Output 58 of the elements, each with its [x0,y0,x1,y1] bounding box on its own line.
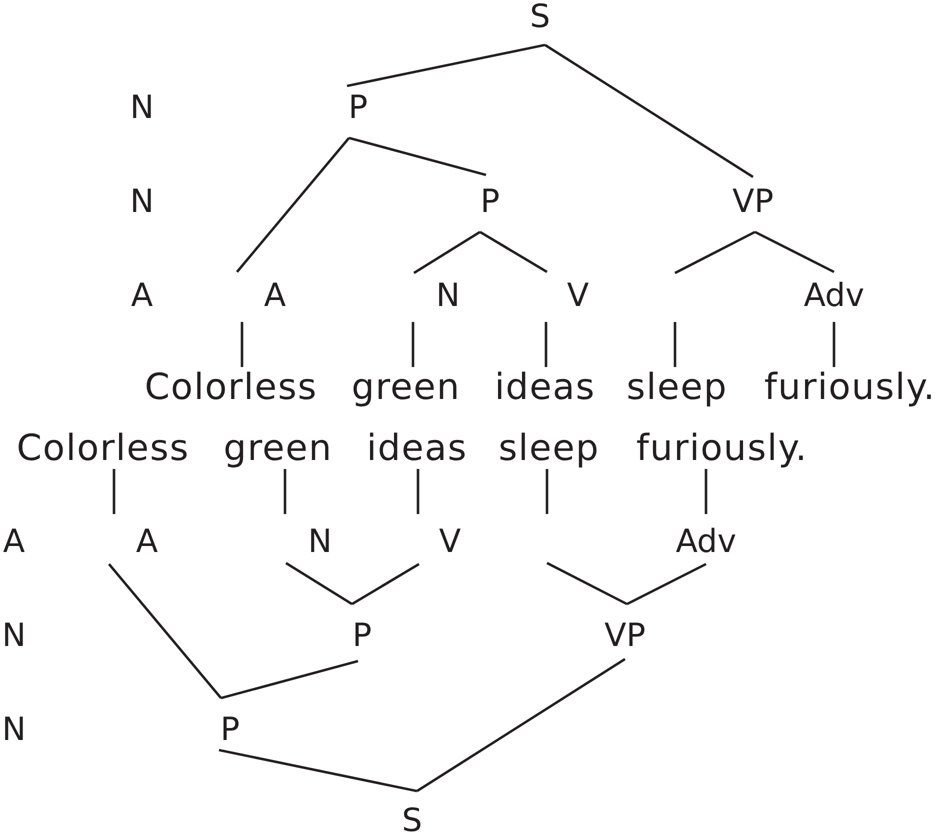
tree-branch [704,468,708,514]
category-label: Adv [804,278,864,311]
tree-branch [416,658,626,792]
category-letter: N [2,713,26,746]
sentence-word: green [224,426,332,470]
category-letter: N [2,619,26,652]
category-label: A [264,278,286,311]
tree-branch [544,44,754,178]
tree-branch [412,322,414,368]
sentence-word: sleep [626,366,728,410]
phrase-label: P [220,713,240,746]
sentence-word: Colorless [144,366,318,410]
sentence-word: green [352,366,460,410]
tree-branch [544,322,548,368]
tree-branch [479,230,548,273]
category-label: N [436,278,460,311]
tree-branch [284,468,286,514]
tree-branch [346,44,546,88]
tree-branch [754,230,835,274]
category-label: V [439,525,461,558]
tree-branch [112,468,116,514]
sentence-word: sleep [498,426,600,470]
category-letter: N [130,90,154,123]
sentence-word: furiously. [764,366,936,410]
phrase-label: VP [604,619,646,652]
tree-branch [674,322,676,368]
sentence-word: furiously. [636,426,808,470]
tree-branch [218,748,418,792]
tree-branch [240,322,244,368]
category-letter: A [3,525,25,558]
tree-branch [285,562,353,606]
tree-branch [220,660,358,700]
tree-branch [348,136,486,176]
tree-branch [413,230,481,274]
tree-branch [832,322,836,368]
tree-branch [674,230,756,274]
category-label: N [308,525,332,558]
phrase-label: P [480,184,500,217]
category-label: V [567,278,589,311]
sentence-word: ideas [494,366,596,410]
tree-branch [351,563,420,606]
sentence-word: Colorless [16,426,190,470]
tree-branch [546,562,628,606]
tree-branch [546,468,548,514]
phrase-label: S [402,804,422,836]
category-label: A [136,525,158,558]
category-label: Adv [676,525,736,558]
tree-branch [416,468,420,514]
tree-branch [108,563,222,699]
tree-branch [236,137,350,273]
phrase-label: P [352,619,372,652]
category-letter: N [130,184,154,217]
phrase-label: VP [732,184,774,217]
phrase-label: P [348,90,368,123]
sentence-word: ideas [366,426,468,470]
category-letter: A [131,278,153,311]
tree-branch [626,562,707,606]
phrase-label: S [530,0,550,32]
